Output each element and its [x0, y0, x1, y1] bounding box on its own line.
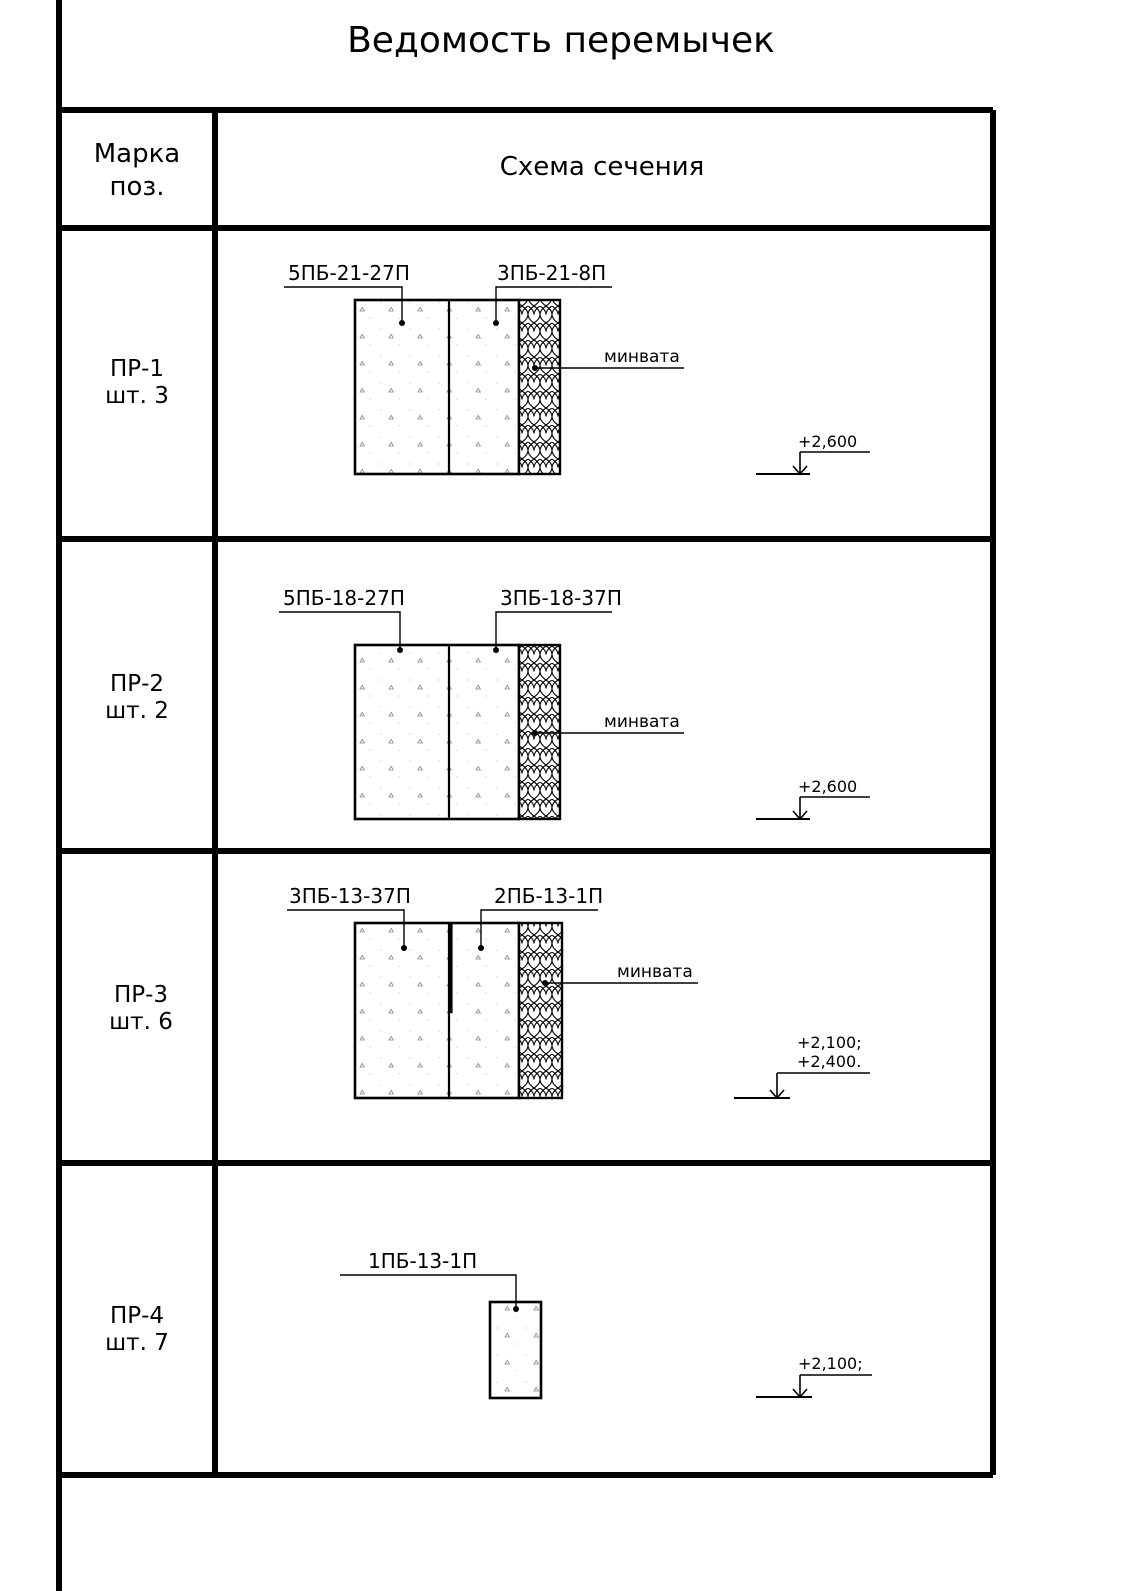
page-title: Ведомость перемычек [347, 20, 775, 61]
row-mark: ПР-1 [110, 356, 164, 382]
row-mark: ПР-4 [110, 1303, 164, 1329]
section-scheme: 5ПБ-21-27П 3ПБ-21-8П минвата +2,600 [284, 261, 870, 476]
lintel-block-outline [353, 921, 521, 1100]
block-label: 3ПБ-18-37П [500, 586, 622, 610]
table-row: ПР-3 шт. 6 3ПБ-13-37П 2ПБ-13-1П минвата … [109, 884, 870, 1100]
section-scheme: 1ПБ-13-1П +2,100; [340, 1249, 872, 1400]
insulation-layer [517, 921, 564, 1100]
scheme-header: Схема сечения [500, 152, 705, 182]
insulation-label: минвата [617, 962, 693, 982]
block-label: 5ПБ-21-27П [288, 261, 410, 285]
table-header: Марка поз. Схема сечения [94, 139, 705, 202]
mark-header-line1: Марка [94, 139, 181, 169]
row-quantity: шт. 2 [105, 698, 169, 724]
block-label: 5ПБ-18-27П [283, 586, 405, 610]
lintel-block-outline [353, 298, 521, 476]
level-value: +2,400. [797, 1052, 861, 1071]
level-mark-icon [756, 796, 870, 821]
level-value: +2,100; [797, 1033, 862, 1052]
lintel-block-outline [488, 1300, 543, 1400]
insulation-label: минвата [604, 712, 680, 732]
level-value: +2,600 [798, 777, 857, 796]
insulation-layer [517, 298, 562, 476]
row-quantity: шт. 3 [105, 383, 169, 409]
section-scheme: 5ПБ-18-27П 3ПБ-18-37П минвата +2,600 [279, 586, 870, 821]
row-mark: ПР-3 [114, 982, 168, 1008]
level-value: +2,100; [798, 1354, 863, 1373]
table-row: ПР-1 шт. 3 5ПБ-21-27П 3ПБ-21-8П минвата … [105, 261, 870, 476]
block-label: 3ПБ-21-8П [497, 261, 606, 285]
block-label: 2ПБ-13-1П [494, 884, 603, 908]
row-quantity: шт. 6 [109, 1009, 173, 1035]
table-row: ПР-2 шт. 2 5ПБ-18-27П 3ПБ-18-37П минвата… [105, 586, 870, 821]
level-mark-icon [756, 451, 870, 476]
level-value: +2,600 [798, 432, 857, 451]
level-mark-icon [756, 1374, 872, 1399]
block-label: 1ПБ-13-1П [368, 1249, 477, 1273]
block-label: 3ПБ-13-37П [289, 884, 411, 908]
row-mark: ПР-2 [110, 671, 164, 697]
schedule-table-grid [59, 107, 996, 1478]
table-row: ПР-4 шт. 7 1ПБ-13-1П +2,100; [105, 1249, 872, 1400]
mark-header-line2: поз. [110, 172, 165, 202]
row-quantity: шт. 7 [105, 1330, 169, 1356]
level-mark-icon [734, 1072, 870, 1100]
insulation-label: минвата [604, 347, 680, 367]
lintel-block-outline [353, 643, 521, 821]
insulation-layer [517, 643, 562, 821]
section-scheme: 3ПБ-13-37П 2ПБ-13-1П минвата +2,100; +2,… [287, 884, 870, 1100]
